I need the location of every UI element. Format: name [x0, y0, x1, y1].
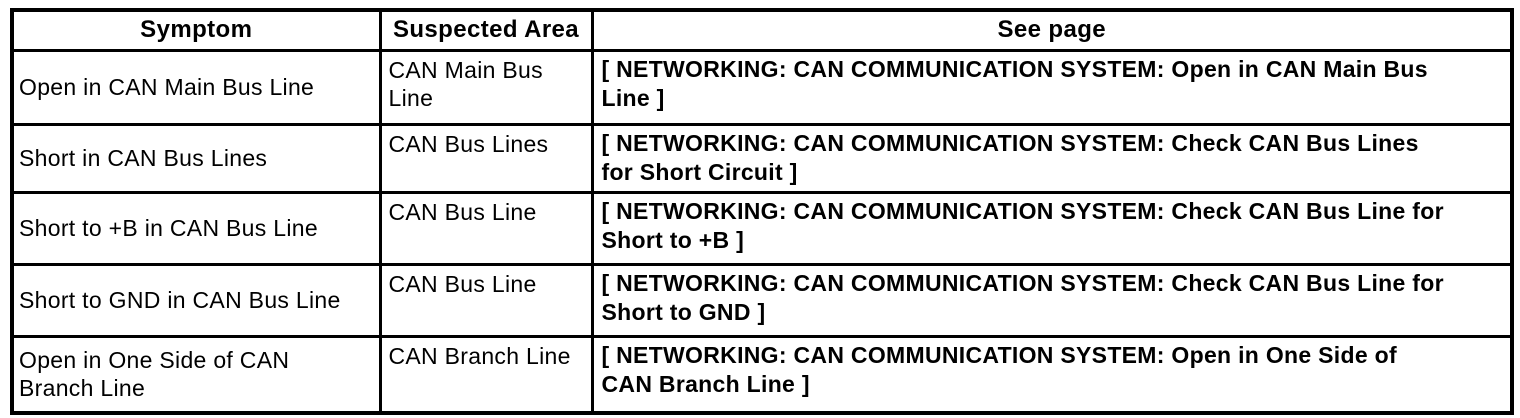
- table-header-row: Symptom Suspected Area See page: [10, 8, 1514, 52]
- suspected-area-cell: CAN Bus Lines: [378, 122, 594, 194]
- see-page-reference: [ NETWORKING: CAN COMMUNICATION SYSTEM: …: [590, 122, 1514, 194]
- see-page-reference: [ NETWORKING: CAN COMMUNICATION SYSTEM: …: [590, 262, 1514, 338]
- suspected-area-cell: CAN Branch Line: [378, 334, 594, 415]
- suspected-area-cell: CAN Bus Line: [378, 262, 594, 338]
- see-page-reference: [ NETWORKING: CAN COMMUNICATION SYSTEM: …: [590, 48, 1514, 126]
- table-row: Short to +B in CAN Bus Line CAN Bus Line…: [10, 190, 1514, 266]
- symptom-cell: Short to +B in CAN Bus Line: [10, 190, 382, 266]
- symptom-table: Symptom Suspected Area See page Open in …: [10, 8, 1514, 415]
- table-row: Short in CAN Bus Lines CAN Bus Lines [ N…: [10, 122, 1514, 194]
- symptom-cell: Open in One Side of CAN Branch Line: [10, 334, 382, 415]
- table-row: Short to GND in CAN Bus Line CAN Bus Lin…: [10, 262, 1514, 338]
- symptom-cell: Short in CAN Bus Lines: [10, 122, 382, 194]
- table-row: Open in One Side of CAN Branch Line CAN …: [10, 334, 1514, 415]
- suspected-area-cell: CAN Bus Line: [378, 190, 594, 266]
- table-row: Open in CAN Main Bus Line CAN Main Bus L…: [10, 48, 1514, 126]
- header-symptom: Symptom: [10, 8, 382, 52]
- header-suspected-area: Suspected Area: [378, 8, 594, 52]
- header-see-page: See page: [590, 8, 1514, 52]
- symptom-cell: Open in CAN Main Bus Line: [10, 48, 382, 126]
- see-page-reference: [ NETWORKING: CAN COMMUNICATION SYSTEM: …: [590, 334, 1514, 415]
- see-page-reference: [ NETWORKING: CAN COMMUNICATION SYSTEM: …: [590, 190, 1514, 266]
- suspected-area-cell: CAN Main Bus Line: [378, 48, 594, 126]
- symptom-cell: Short to GND in CAN Bus Line: [10, 262, 382, 338]
